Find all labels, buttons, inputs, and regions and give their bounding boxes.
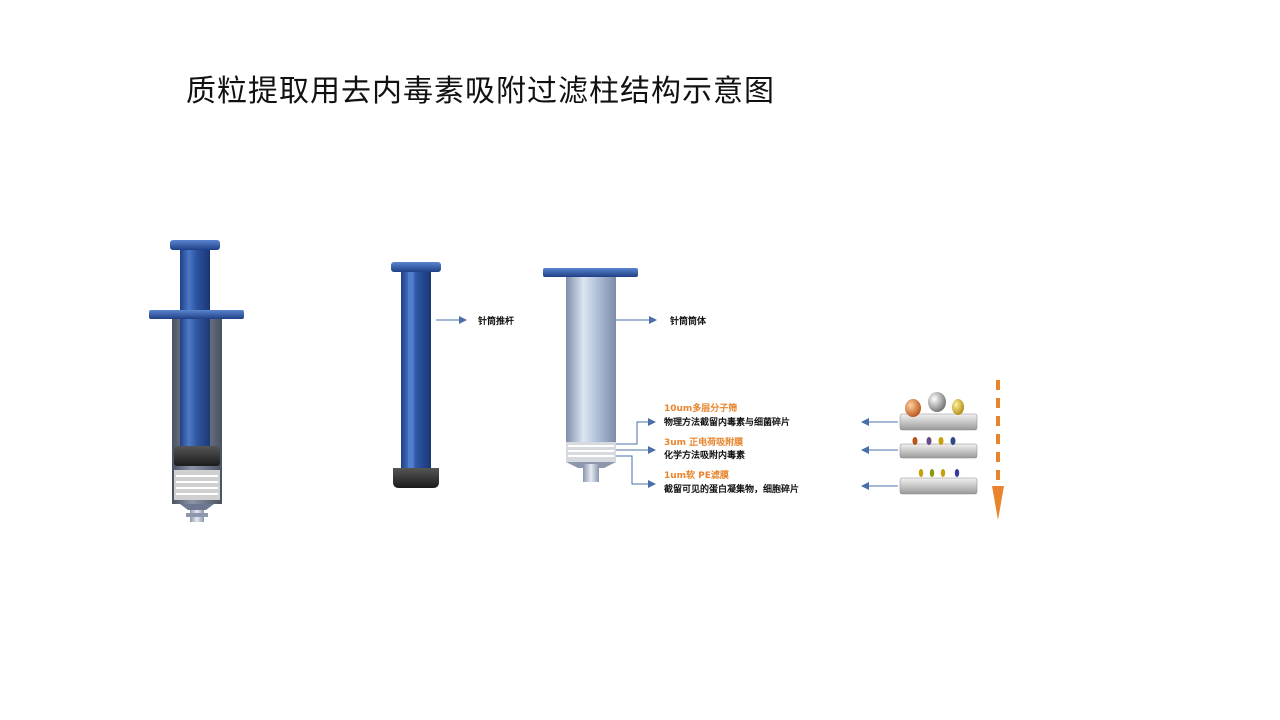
label-barrel: 针筒筒体 <box>670 315 707 327</box>
label-plunger: 针筒推杆 <box>478 315 514 327</box>
label-layer2-title: 3um 正电荷吸附膜 <box>664 436 744 448</box>
annotation-arrows <box>436 316 898 490</box>
assembled-syringe <box>149 240 244 522</box>
label-layer3-desc: 截留可见的蛋白凝集物，细胞碎片 <box>664 483 799 495</box>
filter-disc-3 <box>899 469 978 495</box>
plunger-part <box>391 262 441 488</box>
label-layer1-desc: 物理方法截留内毒素与细菌碎片 <box>664 416 790 428</box>
barrel-part <box>543 268 638 482</box>
page-title: 质粒提取用去内毒素吸附过滤柱结构示意图 <box>186 74 775 109</box>
filter-disc-1 <box>899 392 978 431</box>
flow-direction-arrow <box>992 380 1004 520</box>
filter-disc-2 <box>899 437 978 459</box>
label-layer3-title: 1um软 PE滤膜 <box>664 469 730 481</box>
label-layer1-title: 10um多层分子筛 <box>664 402 737 414</box>
label-layer2-desc: 化学方法吸附内毒素 <box>664 449 745 461</box>
